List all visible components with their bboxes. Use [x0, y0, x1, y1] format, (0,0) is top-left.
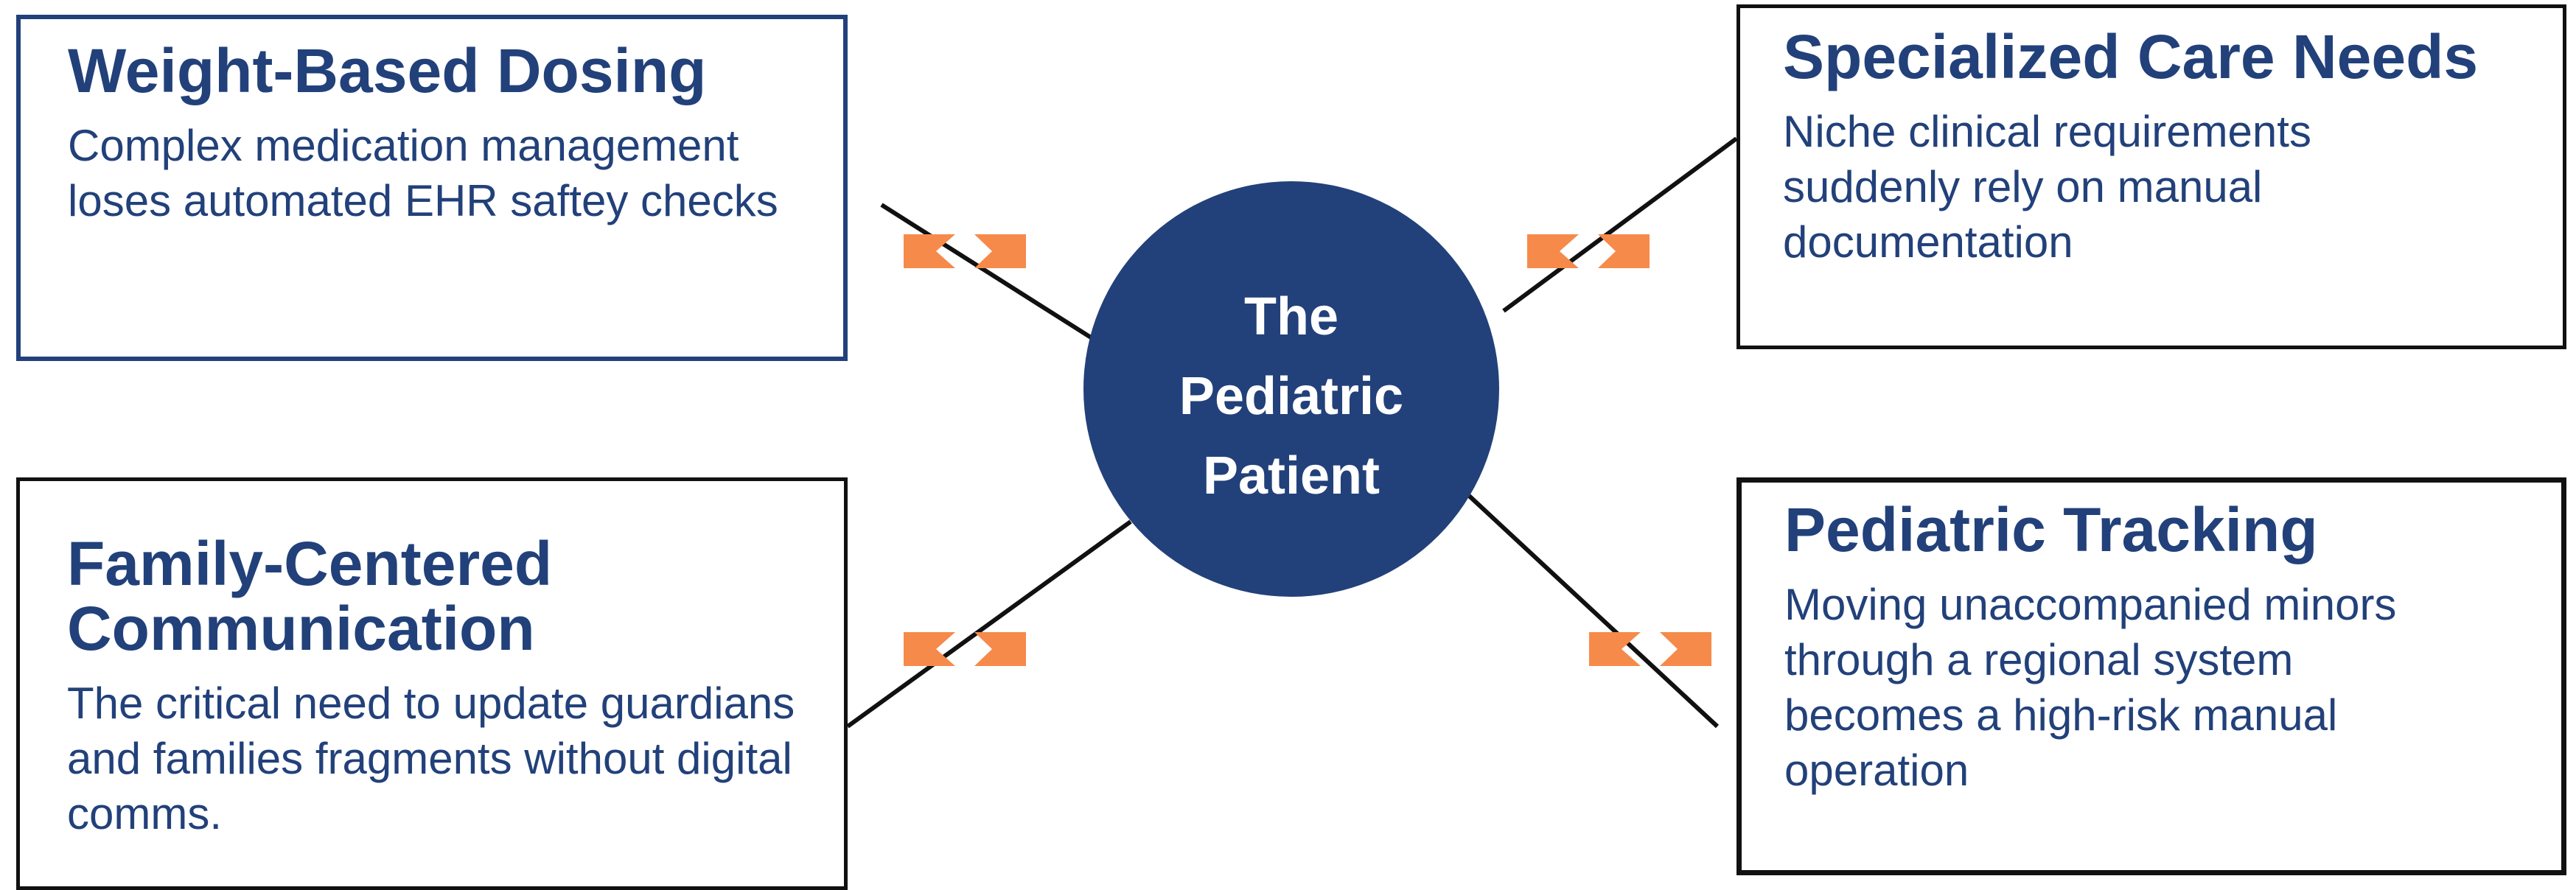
center-label-line-2: Pediatric: [1179, 367, 1404, 426]
card-title: Specialized Care Needs: [1783, 22, 2479, 91]
broken-link-icon-top-left: [904, 234, 1026, 268]
broken-link-icon-top-right: [1527, 234, 1650, 268]
center-label-line-1: The: [1243, 287, 1338, 346]
connector-bottom-right: [1465, 491, 1720, 729]
card-body: Niche clinical requirements suddenly rel…: [1783, 107, 2311, 267]
center-node-label: The Pediatric Patient: [1083, 189, 1499, 604]
card-specialized-care-needs: Specialized Care Needs Niche clinical re…: [1736, 4, 2566, 349]
card-title: Family-Centered Communication: [67, 529, 553, 664]
card-family-centered-communication: Family-Centered Communication The critic…: [16, 477, 848, 890]
card-body: The critical need to update guardians an…: [67, 679, 795, 839]
card-body: Moving unaccompanied minors through a re…: [1784, 580, 2397, 796]
card-weight-based-dosing: Weight-Based Dosing Complex medication m…: [16, 15, 848, 361]
connector-top-left: [880, 203, 1092, 340]
broken-link-icon-bottom-left: [904, 632, 1026, 666]
card-title: Weight-Based Dosing: [68, 36, 707, 105]
card-title: Pediatric Tracking: [1784, 495, 2318, 564]
center-label-line-3: Patient: [1202, 446, 1381, 505]
connector-bottom-left: [846, 519, 1132, 729]
card-body: Complex medication management loses auto…: [68, 121, 778, 226]
broken-link-icon-bottom-right: [1589, 632, 1711, 666]
center-node: [1083, 181, 1499, 597]
connector-top-right: [1502, 136, 1738, 313]
card-pediatric-tracking: Pediatric Tracking Moving unaccompanied …: [1736, 477, 2566, 875]
